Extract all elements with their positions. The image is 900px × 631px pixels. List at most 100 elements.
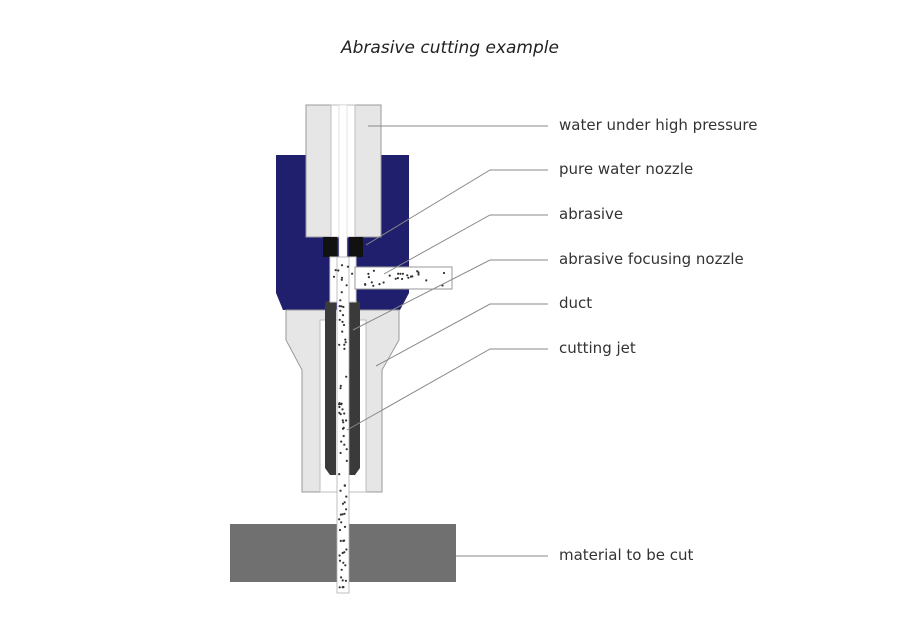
- abrasive-particle: [364, 283, 367, 286]
- abrasive-particle: [339, 387, 342, 390]
- abrasive-particle: [338, 528, 342, 532]
- abrasive-particles: [332, 264, 446, 589]
- abrasive-particle: [338, 518, 341, 521]
- label-water-under-high-pressure: water under high pressure: [559, 116, 758, 134]
- abrasive-particle: [342, 305, 345, 309]
- abrasive-particle: [343, 347, 346, 350]
- abrasive-particle: [343, 512, 346, 515]
- abrasive-particle: [407, 276, 410, 279]
- abrasive-particle: [370, 281, 373, 284]
- abrasive-particle: [338, 473, 341, 476]
- leader-pure-nozzle: [365, 169, 548, 246]
- abrasive-particle: [345, 548, 348, 551]
- abrasive-particle: [338, 318, 341, 321]
- abrasive-particle: [340, 264, 344, 267]
- abrasive-particle: [343, 525, 347, 529]
- abrasive-particle: [339, 451, 342, 455]
- abrasive-particle: [339, 413, 342, 416]
- abrasive-particle: [339, 513, 342, 516]
- abrasive-particle: [338, 554, 341, 557]
- abrasive-particle: [372, 284, 375, 287]
- abrasive-particle: [341, 427, 345, 430]
- abrasive-particle: [344, 579, 347, 582]
- abrasive-particle: [406, 274, 409, 277]
- abrasive-particle: [401, 272, 404, 275]
- abrasive-particle: [340, 576, 343, 579]
- abrasive-feed-pipe: [354, 266, 453, 290]
- label-abrasive-focusing-nozzle: abrasive focusing nozzle: [559, 250, 744, 268]
- abrasive-particle: [344, 564, 347, 567]
- abrasive-particle: [341, 586, 344, 589]
- abrasive-particle: [382, 281, 385, 284]
- abrasive-particle: [394, 277, 397, 280]
- abrasive-particle: [339, 489, 342, 492]
- abrasive-particle: [341, 314, 345, 317]
- abrasive-particle: [341, 320, 344, 323]
- abrasive-particle: [340, 305, 343, 308]
- abrasive-particle: [344, 338, 347, 341]
- abrasive-particle: [396, 277, 399, 280]
- abrasive-particle: [341, 330, 344, 333]
- label-abrasive: abrasive: [559, 205, 624, 223]
- abrasive-particle: [341, 502, 345, 505]
- leader-duct: [375, 303, 548, 367]
- abrasive-particle: [338, 305, 341, 308]
- abrasive-particle: [339, 309, 342, 312]
- abrasive-particle: [442, 271, 446, 275]
- abrasive-particle: [345, 375, 348, 378]
- abrasive-particle: [334, 269, 337, 272]
- abrasive-particle: [338, 405, 341, 409]
- leader-abrasive: [383, 214, 548, 275]
- pure-water-nozzle-right: [349, 237, 363, 257]
- abrasive-particle: [341, 513, 344, 516]
- abrasive-particle: [343, 551, 346, 554]
- abrasive-particle: [340, 568, 343, 571]
- abrasive-particle: [345, 459, 348, 462]
- abrasive-particle: [372, 269, 375, 272]
- abrasive-particle: [345, 508, 348, 511]
- abrasive-particle: [425, 279, 428, 282]
- abrasive-particle: [343, 343, 346, 346]
- label-material-to-be-cut: material to be cut: [559, 546, 694, 564]
- label-duct: duct: [559, 294, 593, 312]
- abrasive-particle: [339, 299, 342, 302]
- abrasive-particle: [344, 341, 347, 344]
- leader-cutting-jet: [346, 348, 548, 431]
- duct-tube-right: [349, 298, 360, 475]
- abrasive-particle: [343, 501, 346, 504]
- abrasive-particle: [341, 579, 344, 582]
- abrasive-particle: [397, 272, 400, 275]
- abrasive-particle: [340, 278, 343, 281]
- abrasive-particle: [340, 521, 343, 524]
- abrasive-particle: [341, 408, 344, 411]
- abrasive-particle: [351, 272, 354, 275]
- abrasive-particle: [342, 434, 345, 438]
- abrasive-particle: [338, 343, 341, 346]
- abrasive-particle: [338, 586, 341, 589]
- abrasive-particle: [343, 484, 346, 487]
- abrasive-particle: [342, 323, 346, 327]
- duct-tube: [325, 298, 336, 475]
- abrasive-particle: [343, 412, 346, 415]
- label-cutting-jet: cutting jet: [559, 339, 636, 357]
- abrasive-particle: [367, 272, 370, 275]
- label-pure-water-nozzle: pure water nozzle: [559, 160, 694, 178]
- abrasive-particle: [332, 275, 336, 278]
- abrasive-particle: [339, 539, 342, 543]
- abrasive-particle: [388, 274, 391, 277]
- abrasive-particle: [338, 411, 341, 414]
- abrasive-particle: [367, 276, 370, 279]
- abrasive-particle: [346, 265, 349, 268]
- abrasive-particle: [340, 276, 344, 279]
- abrasive-particle: [417, 273, 420, 276]
- abrasive-particle: [345, 419, 348, 422]
- abrasive-particle: [345, 284, 348, 287]
- abrasive-particle: [341, 419, 344, 422]
- abrasive-particle: [378, 283, 381, 286]
- leader-focusing-nozzle: [352, 259, 548, 331]
- abrasive-particle: [338, 559, 342, 562]
- abrasive-particle: [339, 384, 342, 387]
- abrasive-particle: [417, 271, 420, 274]
